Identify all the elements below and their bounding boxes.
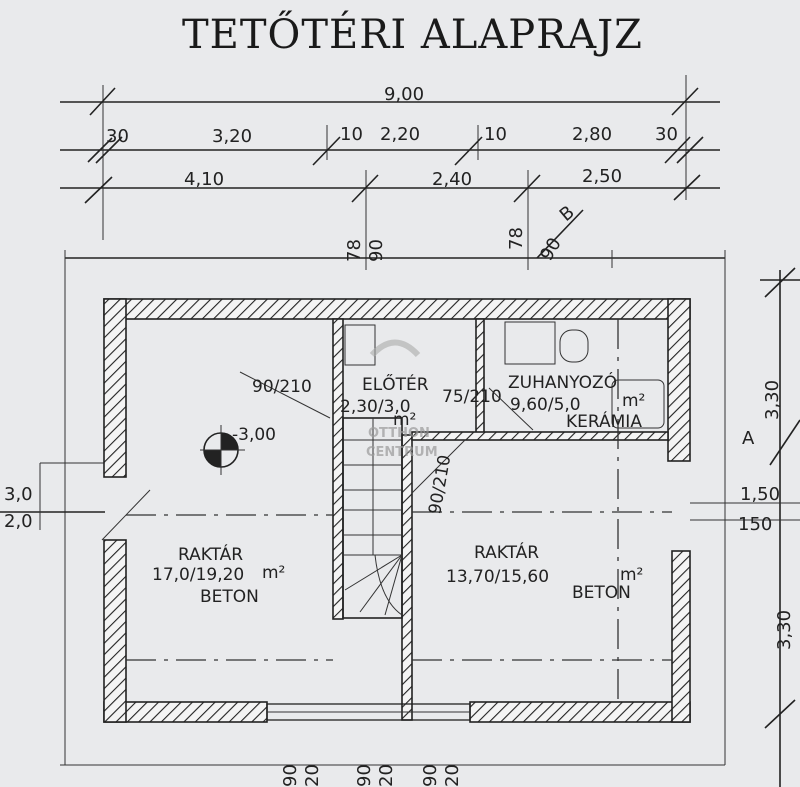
room-finish: BETON xyxy=(572,583,631,603)
svg-text:CENTRUM: CENTRUM xyxy=(366,445,438,460)
svg-text:90: 90 xyxy=(536,234,566,264)
svg-text:9,00: 9,00 xyxy=(384,84,424,105)
room-raktar-right: RAKTÁR 13,70/15,60 m² BETON xyxy=(446,541,643,603)
room-name: RAKTÁR xyxy=(474,541,539,563)
door-size-left: 90/210 xyxy=(252,377,312,397)
svg-text:m²: m² xyxy=(262,563,285,583)
svg-text:10: 10 xyxy=(484,124,507,145)
room-area: 13,70/15,60 xyxy=(446,567,549,587)
svg-text:1,50: 1,50 xyxy=(740,484,780,505)
svg-text:m²: m² xyxy=(622,391,645,411)
svg-text:30: 30 xyxy=(106,126,129,147)
svg-text:2,50: 2,50 xyxy=(582,166,622,187)
svg-text:OTTHON: OTTHON xyxy=(368,426,430,441)
door-size-stair: 90/210 xyxy=(425,453,455,515)
room-name: ELŐTÉR xyxy=(362,373,429,395)
svg-text:90: 90 xyxy=(354,764,375,787)
svg-text:4,10: 4,10 xyxy=(184,169,224,190)
room-area: 9,60/5,0 xyxy=(510,395,581,415)
svg-text:3,0: 3,0 xyxy=(4,484,33,505)
svg-text:78: 78 xyxy=(344,239,365,262)
svg-text:30: 30 xyxy=(655,124,678,145)
room-eloter: ELŐTÉR 2,30/3,0 m² 75/210 xyxy=(340,373,502,430)
room-raktar-left: RAKTÁR 17,0/19,20 m² BETON xyxy=(152,543,285,607)
section-mark-b: B xyxy=(556,202,579,226)
plan-title: TETŐTÉRI ALAPRAJZ xyxy=(182,11,643,58)
door-size: 75/210 xyxy=(442,387,502,407)
svg-text:3,30: 3,30 xyxy=(774,610,795,650)
svg-text:20: 20 xyxy=(376,764,397,787)
svg-text:20: 20 xyxy=(442,764,463,787)
room-name: RAKTÁR xyxy=(178,543,243,565)
svg-text:-3,00: -3,00 xyxy=(232,425,276,445)
room-finish: BETON xyxy=(200,587,259,607)
svg-text:m²: m² xyxy=(620,565,643,585)
grid-lines xyxy=(126,319,672,700)
watermark: OTTHON CENTRUM xyxy=(366,339,438,460)
svg-text:10: 10 xyxy=(340,124,363,145)
svg-text:2,40: 2,40 xyxy=(432,169,472,190)
room-area: 17,0/19,20 xyxy=(152,565,244,585)
section-arrow xyxy=(769,419,800,466)
room-zuhanyozo: ZUHANYOZÓ 9,60/5,0 m² KERÁMIA xyxy=(508,371,645,432)
svg-text:90: 90 xyxy=(420,764,441,787)
room-area: 2,30/3,0 xyxy=(340,397,411,417)
door-swings xyxy=(101,371,534,541)
svg-text:20: 20 xyxy=(302,764,323,787)
svg-text:3,30: 3,30 xyxy=(762,380,783,420)
staircase xyxy=(342,417,403,619)
level-marker: -3,00 xyxy=(200,425,276,475)
svg-text:2,0: 2,0 xyxy=(4,511,33,532)
section-mark-a: A xyxy=(742,428,755,449)
svg-text:2,80: 2,80 xyxy=(572,124,612,145)
room-finish: KERÁMIA xyxy=(566,410,642,432)
svg-text:78: 78 xyxy=(506,227,527,250)
svg-text:90: 90 xyxy=(280,764,301,787)
svg-text:2,20: 2,20 xyxy=(380,124,420,145)
bathroom-fixtures xyxy=(344,321,665,429)
svg-text:m²: m² xyxy=(393,410,416,430)
dimension-lines xyxy=(0,75,800,787)
svg-text:150: 150 xyxy=(738,514,772,535)
room-name: ZUHANYOZÓ xyxy=(508,371,617,393)
walls xyxy=(103,298,691,723)
svg-text:3,20: 3,20 xyxy=(212,126,252,147)
svg-text:90: 90 xyxy=(366,239,387,262)
